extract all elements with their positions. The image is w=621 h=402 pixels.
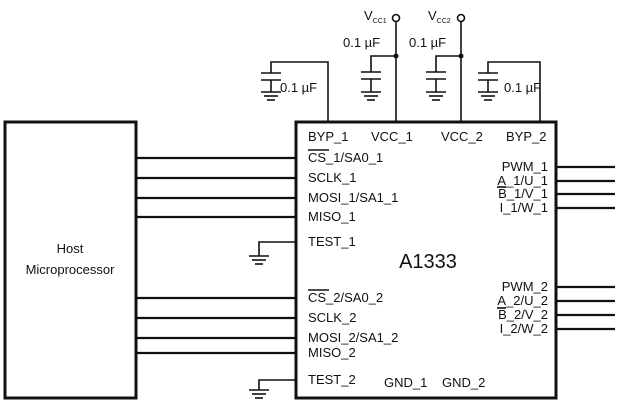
capacitor-label-vcc-2: 0.1 µF [409,35,446,50]
capacitor-label-byp-2: 0.1 µF [504,80,541,95]
pin-b-1: B_1/V_1 [498,186,548,201]
pin-gnd-1: GND_1 [384,375,427,390]
capacitor-label-byp-1: 0.1 µF [280,80,317,95]
pin-i-1: I_1/W_1 [500,200,548,215]
pin-cs-1: CS_1/SA0_1 [308,150,383,165]
pin-vcc-2: VCC_2 [441,129,483,144]
pin-a-1: A_1/U_1 [497,173,548,188]
pin-vcc-1: VCC_1 [371,129,413,144]
chip-name: A1333 [399,251,457,273]
pin-pwm-1: PWM_1 [502,159,548,174]
pin-b-2: B_2/V_2 [498,307,548,322]
host-label-line1: Host [57,241,84,256]
pin-byp-1: BYP_1 [308,129,348,144]
output-wires-channel-1 [556,165,615,210]
pin-i-2: I_2/W_2 [500,321,548,336]
vcc1-label: VCC1 [364,8,387,25]
vcc-1-supply [361,13,401,122]
host-microprocessor-block [3,120,138,400]
bus-wires-channel-2 [136,296,296,355]
pin-gnd-2: GND_2 [442,375,485,390]
pin-miso-1: MISO_1 [308,209,356,224]
pin-sclk-1: SCLK_1 [308,170,356,185]
vcc-2-supply [426,13,466,122]
byp-2-capacitor [478,61,541,122]
pin-miso-2: MISO_2 [308,345,356,360]
host-label-line2: Microprocessor [26,262,116,277]
test-1-ground [249,241,296,265]
vcc2-label: VCC2 [428,8,451,25]
pin-test-1: TEST_1 [308,234,356,249]
pin-cs-2: CS_2/SA0_2 [308,290,383,305]
bus-wires-channel-1 [136,156,296,219]
pin-pwm-2: PWM_2 [502,279,548,294]
pin-test-2: TEST_2 [308,372,356,387]
capacitor-label-vcc-1: 0.1 µF [343,35,380,50]
pin-sclk-2: SCLK_2 [308,310,356,325]
test-2-ground [249,379,296,399]
pin-mosi-2: MOSI_2/SA1_2 [308,330,398,345]
pin-mosi-1: MOSI_1/SA1_1 [308,190,398,205]
output-wires-channel-2 [556,285,615,331]
pin-a-2: A_2/U_2 [497,293,548,308]
a1333-chip-block [294,120,558,400]
byp-1-capacitor [261,61,329,122]
pin-byp-2: BYP_2 [506,129,546,144]
